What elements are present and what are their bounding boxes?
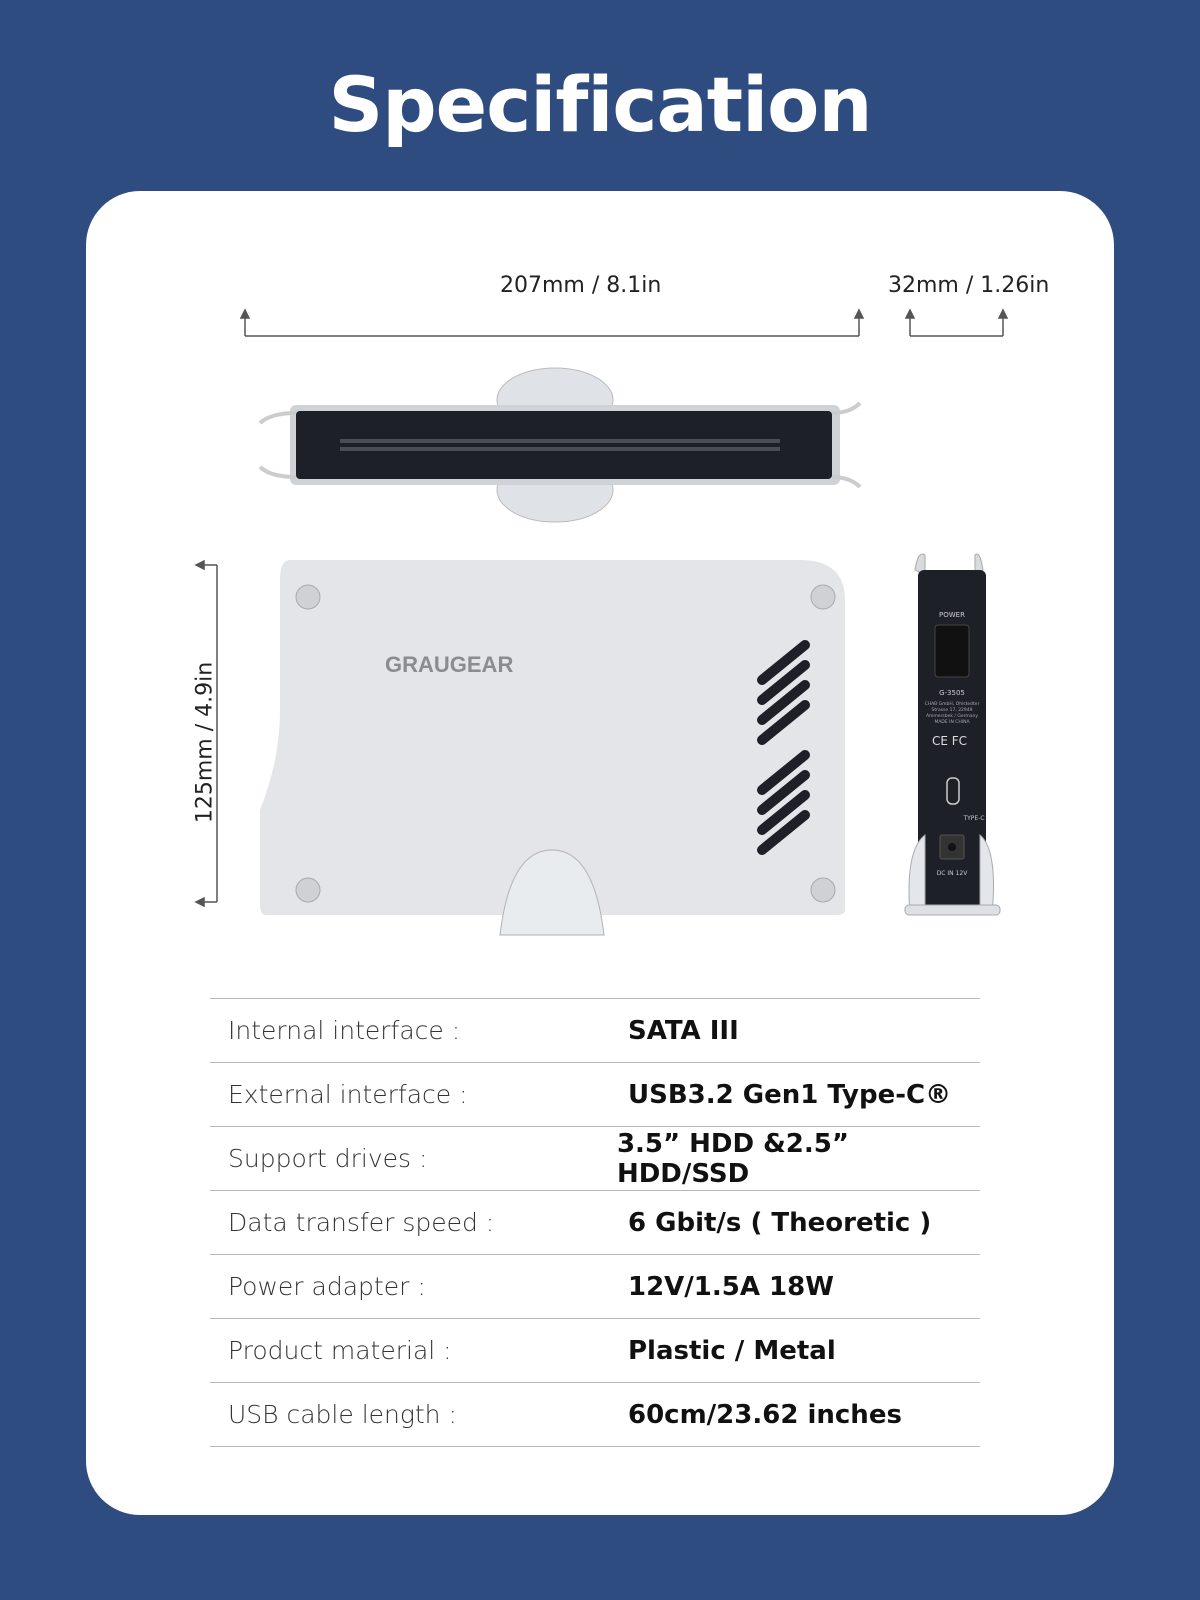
page-title: Specification: [328, 60, 873, 149]
spec-row: Data transfer speed : 6 Gbit/s ( Theoret…: [210, 1190, 980, 1254]
spec-value: 60cm/23.62 inches: [628, 1399, 902, 1430]
spec-label: USB cable length :: [228, 1400, 457, 1429]
spec-label: Product material :: [228, 1336, 452, 1365]
spec-value: 12V/1.5A 18W: [628, 1271, 834, 1302]
made-in-label: MADE IN CHINA: [934, 719, 970, 725]
certification-marks: CE FC: [932, 734, 967, 748]
address-line-1: CHAB GmbH, Ohlstedter: [925, 701, 980, 707]
brand-logo: GRAUGEAR: [385, 652, 513, 677]
spec-label: Data transfer speed :: [228, 1208, 495, 1237]
spec-row: Power adapter : 12V/1.5A 18W: [210, 1254, 980, 1318]
spec-value: 3.5” HDD &2.5” HDD/SSD: [616, 1128, 849, 1189]
model-number: G-3505: [939, 689, 965, 697]
spec-value: Plastic / Metal: [628, 1335, 836, 1366]
spec-row: Support drives : 3.5” HDD &2.5” HDD/SSD: [210, 1126, 980, 1190]
spec-value: USB3.2 Gen1 Type-C®: [628, 1079, 952, 1110]
length-dimension-label: 207mm / 8.1in: [500, 273, 662, 298]
address-line-3: Ammersbek / Germany: [926, 713, 978, 719]
address-line-2: Strasse 17, 22949: [931, 707, 972, 713]
spec-label: Power adapter :: [228, 1272, 426, 1301]
spec-table: Internal interface : SATA III External i…: [210, 998, 980, 1447]
power-label: POWER: [939, 611, 965, 619]
usb-port-label: TYPE-C: [962, 815, 984, 822]
spec-label: Internal interface :: [228, 1016, 461, 1045]
spec-row: Internal interface : SATA III: [210, 998, 980, 1062]
spec-label: Support drives :: [228, 1144, 428, 1173]
spec-row: USB cable length : 60cm/23.62 inches: [210, 1382, 980, 1447]
enclosure-back-view: POWER G-3505 CHAB GmbH, Ohlstedter Stras…: [904, 553, 1001, 916]
spec-value: SATA III: [628, 1015, 739, 1046]
dc-in-label: DC IN 12V: [937, 870, 969, 877]
spec-row: Product material : Plastic / Metal: [210, 1318, 980, 1382]
spec-row: External interface : USB3.2 Gen1 Type-C®: [210, 1062, 980, 1126]
enclosure-front-view: GRAUGEAR: [260, 560, 845, 936]
depth-dimension-label: 32mm / 1.26in: [888, 273, 1050, 298]
spec-label: External interface :: [228, 1080, 468, 1109]
enclosure-top-view: [258, 367, 862, 523]
spec-value: 6 Gbit/s ( Theoretic ): [628, 1207, 932, 1238]
